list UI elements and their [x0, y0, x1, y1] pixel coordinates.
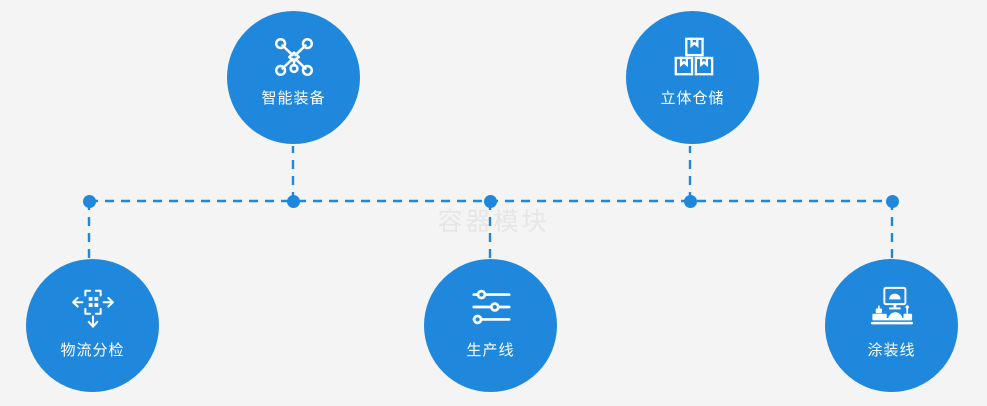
watermark-text: 容器模块 — [437, 208, 550, 236]
node-card-smart-equipment[interactable]: 智能装备 — [227, 11, 360, 144]
sliders-icon — [468, 285, 514, 329]
node-label-painting-line: 涂装线 — [867, 342, 916, 359]
node-label-smart-equipment: 智能装备 — [261, 90, 326, 107]
node-card-logistics-sorting[interactable]: 物流分检 — [26, 259, 159, 392]
node-production-line[interactable] — [484, 195, 497, 208]
node-right-end[interactable] — [886, 195, 899, 208]
node-label-logistics-sorting: 物流分检 — [60, 342, 125, 359]
node-card-vertical-warehouse[interactable]: 立体仓储 — [626, 11, 759, 144]
factory-machine-icon — [869, 285, 915, 329]
stacked-boxes-icon — [670, 35, 716, 79]
node-label-vertical-warehouse: 立体仓储 — [660, 90, 725, 107]
sorting-arrows-icon — [70, 285, 116, 329]
node-card-painting-line[interactable]: 涂装线 — [825, 259, 958, 392]
network-nodes-icon — [271, 35, 317, 79]
node-warehouse[interactable] — [684, 195, 697, 208]
node-card-production-line[interactable]: 生产线 — [424, 259, 557, 392]
node-smart-equipment[interactable] — [287, 195, 300, 208]
node-label-production-line: 生产线 — [466, 342, 515, 359]
node-left-end[interactable] — [83, 195, 96, 208]
